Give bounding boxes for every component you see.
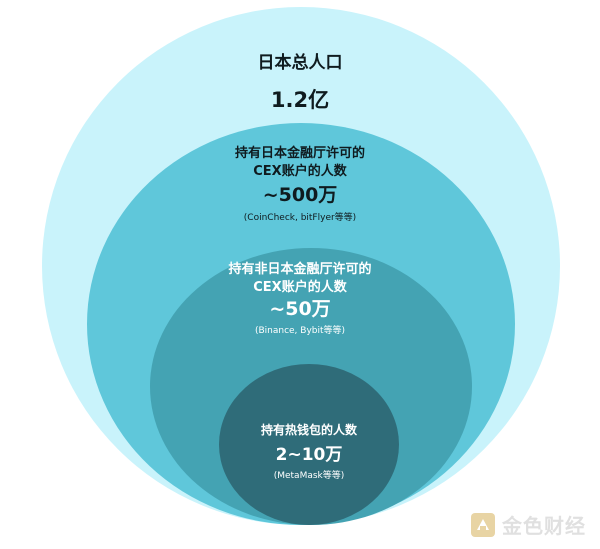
unlicensed-cex-title-line1: 持有非日本金融厅许可的	[228, 262, 372, 277]
unlicensed-cex-note: (Binance, Bybit等等)	[254, 326, 346, 336]
unlicensed-cex-value: ~50万	[269, 298, 331, 320]
watermark: 金色财经	[470, 510, 586, 539]
hot-wallet-note: (MetaMask等等)	[273, 471, 345, 481]
hot-wallet-title: 持有热钱包的人数	[260, 423, 357, 437]
unlicensed-cex-title-line2: CEX账户的人数	[253, 280, 347, 295]
hot-wallet-value: 2~10万	[275, 445, 343, 465]
licensed-cex-note: (CoinCheck, bitFlyer等等)	[243, 213, 357, 223]
total-population-value: 1.2亿	[270, 88, 330, 112]
licensed-cex-title-line2: CEX账户的人数	[253, 164, 347, 179]
jinse-logo-icon	[471, 512, 495, 537]
licensed-cex-value: ~500万	[262, 184, 338, 206]
circle-hot-wallet-users	[219, 364, 399, 525]
licensed-cex-title-line1: 持有日本金融厅许可的	[234, 146, 365, 161]
watermark-text: 金色财经	[502, 514, 586, 538]
total-population-title: 日本总人口	[257, 53, 343, 73]
